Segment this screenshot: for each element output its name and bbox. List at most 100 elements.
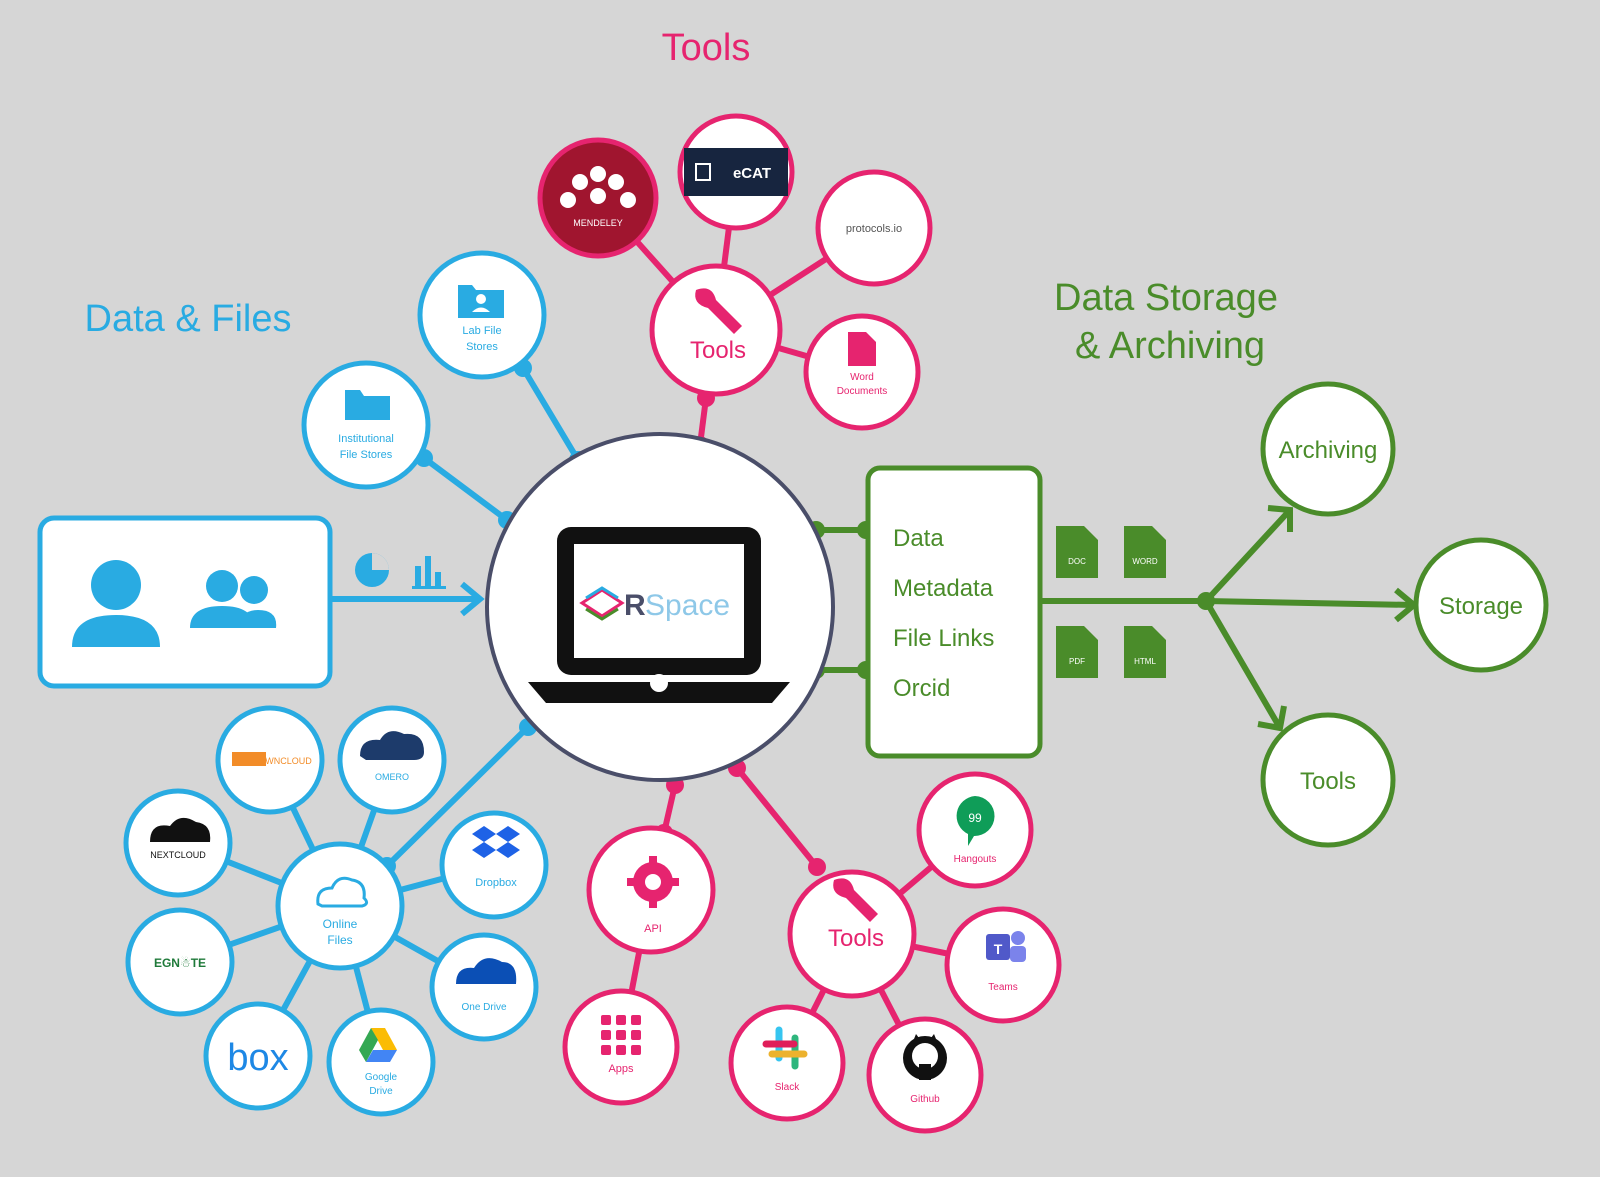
institutional-label-2: File Stores — [340, 449, 393, 461]
node-service-dropbox: Dropbox — [439, 810, 549, 920]
institutional-label-1: Institutional — [338, 433, 394, 445]
laptop-icon — [528, 527, 790, 703]
rspace-logo-r: R — [624, 589, 646, 622]
rspace-logo-space: Space — [645, 589, 730, 622]
bar-chart-icon — [412, 556, 446, 589]
node-mendeley: MENDELEY — [537, 137, 659, 259]
node-service-box: box — [203, 1001, 313, 1111]
svg-text:PDF: PDF — [1069, 657, 1085, 666]
apps-label: Apps — [608, 1063, 634, 1075]
svg-text:T: T — [994, 941, 1003, 957]
node-apps: Apps — [562, 988, 680, 1106]
word-documents-label-2: Documents — [837, 386, 888, 397]
node-word-documents: Word Documents — [803, 313, 921, 431]
node-protocols: protocols.io — [815, 169, 933, 287]
github-label: Github — [910, 1094, 940, 1105]
file-word-icon: WORD — [1124, 526, 1166, 578]
export-item-data: Data — [893, 525, 944, 552]
node-service-egnyte: EGN☃TE — [125, 907, 235, 1017]
rspace-logo: R Space — [579, 586, 730, 622]
export-item-orcid: Orcid — [893, 675, 950, 702]
export-file-icons: DOC WORD PDF HTML — [1056, 526, 1166, 678]
node-api: API — [586, 825, 716, 955]
export-item-file-links: File Links — [893, 625, 994, 652]
node-hangouts: 99 Hangouts — [916, 771, 1034, 889]
node-service-onedrive: One Drive — [429, 932, 539, 1042]
teams-icon: T — [986, 931, 1026, 962]
pie-chart-icon — [355, 553, 389, 587]
word-documents-label-1: Word — [850, 372, 874, 383]
folder-icon — [345, 390, 390, 420]
ownhub-label: OMERO — [375, 772, 409, 782]
node-service-nextcloud: NEXTCLOUD — [123, 788, 233, 898]
nextcloud-label: NEXTCLOUD — [150, 850, 206, 860]
onedrive-label: One Drive — [461, 1002, 506, 1013]
nextcloud-logo-icon — [150, 817, 211, 842]
node-service-orange: OWNCLOUD — [215, 705, 325, 815]
archiving-label: Archiving — [1279, 437, 1378, 464]
node-teams: T Teams — [944, 906, 1062, 1024]
node-service-google-drive: Google Drive — [326, 1007, 436, 1117]
shared-folder-icon — [458, 285, 504, 318]
node-storage: Storage — [1413, 537, 1549, 673]
export-item-metadata: Metadata — [893, 575, 994, 602]
orange-service-label: OWNCLOUD — [258, 756, 312, 766]
orange-service-logo-icon — [232, 752, 266, 766]
grid-apps-icon — [601, 1015, 641, 1055]
online-files-label-1: Online — [323, 917, 358, 931]
wrench-icon — [695, 288, 742, 334]
node-storage-tools: Tools — [1260, 712, 1396, 848]
export-box: Data Metadata File Links Orcid — [865, 465, 1043, 759]
hangouts-icon: 99 — [956, 796, 995, 846]
rspace-hub: R Space — [485, 432, 835, 782]
ecat-label: eCAT — [733, 165, 771, 182]
svg-text:WORD: WORD — [1132, 557, 1158, 566]
svg-text:HTML: HTML — [1134, 657, 1156, 666]
heading-storage-line1: Data Storage — [1054, 277, 1278, 319]
node-archiving: Archiving — [1260, 381, 1396, 517]
svg-text:99: 99 — [968, 811, 982, 825]
online-files-label-2: Files — [327, 933, 352, 947]
cloud-logo-icon — [360, 731, 424, 760]
api-label: API — [644, 923, 662, 935]
node-slack: Slack — [728, 1004, 846, 1122]
google-drive-icon — [359, 1028, 397, 1062]
file-doc-icon: DOC — [1056, 526, 1098, 578]
node-tools-top: Tools — [649, 263, 783, 397]
protocols-label: protocols.io — [846, 223, 902, 235]
node-github: Github — [866, 1016, 984, 1134]
lab-file-stores-label-2: Stores — [466, 341, 498, 353]
ecat-logo-icon — [695, 163, 711, 181]
node-institutional-file-stores: Institutional File Stores — [301, 360, 431, 490]
gear-icon — [627, 856, 679, 908]
heading-data-files: Data & Files — [85, 298, 292, 340]
node-online-files: Online Files — [275, 841, 405, 971]
cloud-icon — [316, 876, 369, 908]
slack-icon — [762, 1026, 808, 1070]
user-icon — [72, 560, 160, 647]
tools-bottom-label: Tools — [828, 925, 884, 952]
dropbox-icon — [472, 826, 520, 858]
mendeley-label: MENDELEY — [573, 218, 623, 228]
github-icon — [903, 1034, 947, 1080]
box-logo-label: box — [227, 1037, 288, 1079]
heading-tools: Tools — [662, 27, 751, 69]
heading-storage-line2: & Archiving — [1075, 325, 1265, 367]
wrench-icon — [833, 878, 878, 922]
google-drive-label-1: Google — [365, 1072, 398, 1083]
storage-label: Storage — [1439, 593, 1523, 620]
node-lab-file-stores: Lab File Stores — [417, 250, 547, 380]
storage-tools-label: Tools — [1300, 768, 1356, 795]
lab-file-stores-label-1: Lab File — [462, 325, 501, 337]
slack-label: Slack — [775, 1082, 800, 1093]
teams-label: Teams — [988, 982, 1017, 993]
google-drive-label-2: Drive — [369, 1086, 393, 1097]
node-service-cloud: OMERO — [337, 705, 447, 815]
document-icon — [848, 332, 876, 366]
user-group-icon — [190, 570, 277, 628]
rspace-logo-mark-icon — [579, 586, 625, 621]
dropbox-label: Dropbox — [475, 877, 517, 889]
node-ecat: eCAT — [677, 113, 795, 231]
node-tools-bottom: Tools — [787, 869, 917, 999]
